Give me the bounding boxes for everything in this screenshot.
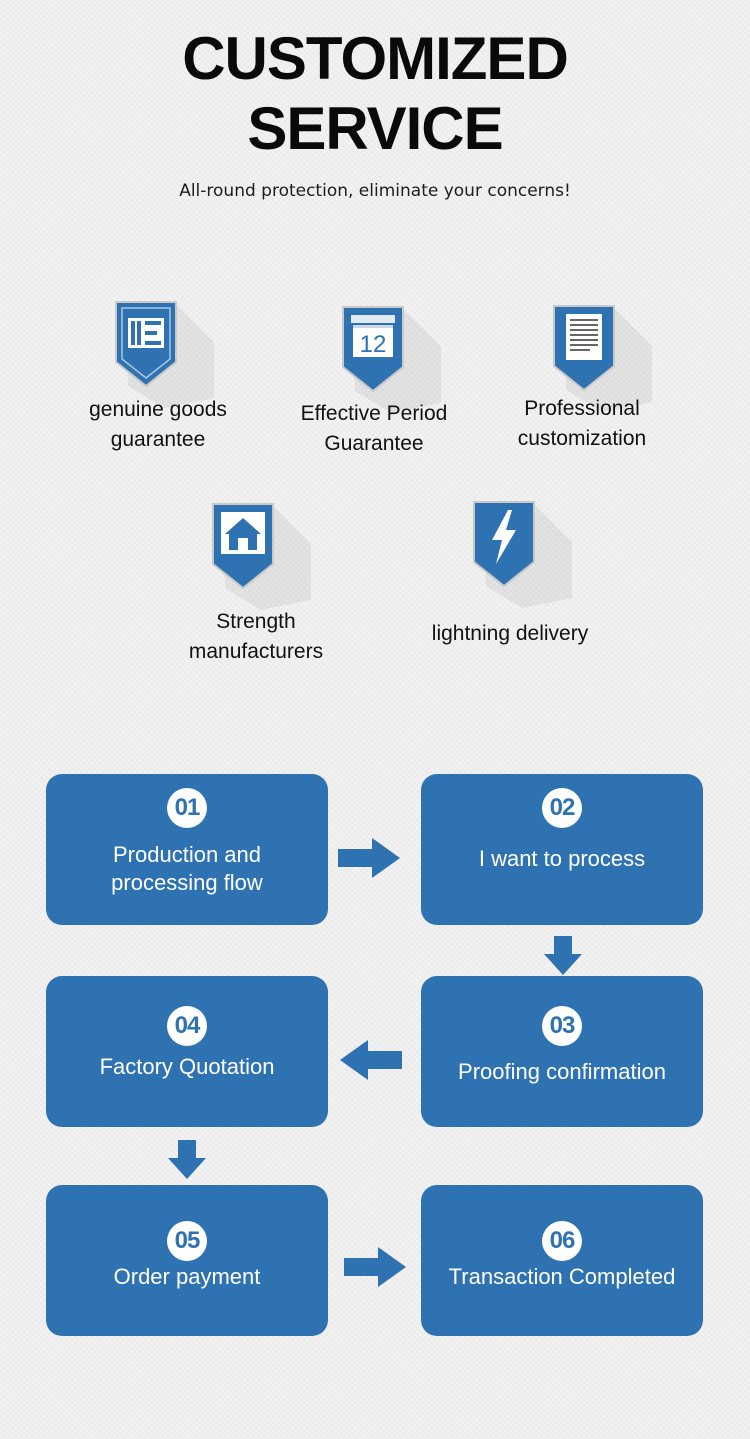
feature-label-line1: genuine goods bbox=[89, 398, 227, 421]
step-number-badge: 03 bbox=[542, 1006, 582, 1046]
arrow-left-icon bbox=[340, 1040, 404, 1080]
step-number-badge: 06 bbox=[542, 1221, 582, 1261]
step-label: Proofing confirmation bbox=[458, 1059, 666, 1084]
step-label: Transaction Completed bbox=[448, 1264, 676, 1289]
feature-label-line2: manufacturers bbox=[188, 640, 324, 663]
feature-label-line1: lightning delivery bbox=[431, 622, 589, 645]
process-step-06: 06 Transaction Completed bbox=[421, 1185, 703, 1336]
process-step-02: 02 I want to process bbox=[421, 774, 703, 925]
feature-label-line1: Strength bbox=[216, 610, 296, 633]
step-label: I want to process bbox=[478, 846, 646, 871]
feature-lightning-delivery: lightning delivery bbox=[400, 619, 620, 649]
feature-label-line1: Effective Period bbox=[300, 402, 448, 425]
arrow-right-icon bbox=[344, 1247, 408, 1287]
feature-strength-manufacturers: Strength manufacturers bbox=[146, 607, 366, 667]
step-label-line1: Production and bbox=[113, 842, 261, 867]
lightning-icon bbox=[472, 500, 582, 610]
step-label-line2: processing flow bbox=[111, 870, 263, 895]
process-step-04: 04 Factory Quotation bbox=[46, 976, 328, 1127]
page-subtitle: All-round protection, eliminate your con… bbox=[179, 181, 571, 201]
step-label: Factory Quotation bbox=[99, 1054, 275, 1079]
step-number-badge: 01 bbox=[167, 788, 207, 828]
process-step-01: 01 Production and processing flow bbox=[46, 774, 328, 925]
step-label: Production and processing flow bbox=[56, 841, 318, 897]
feature-label-line2: customization bbox=[517, 427, 647, 450]
step-number-badge: 04 bbox=[167, 1006, 207, 1046]
calendar-number: 12 bbox=[360, 331, 387, 358]
arrow-right-icon bbox=[338, 838, 402, 878]
certificate-icon bbox=[114, 300, 224, 410]
page-title-line1: CUSTOMIZED bbox=[182, 25, 569, 92]
feature-label-line2: guarantee bbox=[110, 428, 206, 451]
step-number-badge: 05 bbox=[167, 1221, 207, 1261]
process-step-05: 05 Order payment bbox=[46, 1185, 328, 1336]
step-label: Order payment bbox=[113, 1264, 261, 1289]
step-number-badge: 02 bbox=[542, 788, 582, 828]
calendar-icon: 12 bbox=[341, 305, 451, 415]
arrow-down-icon bbox=[543, 936, 583, 976]
process-step-03: 03 Proofing confirmation bbox=[421, 976, 703, 1127]
feature-genuine-goods: genuine goods guarantee bbox=[48, 395, 268, 455]
house-icon bbox=[211, 502, 321, 612]
feature-label-line2: Guarantee bbox=[324, 432, 424, 455]
arrow-down-icon bbox=[167, 1140, 207, 1180]
feature-label-line1: Professional bbox=[524, 397, 640, 420]
page-title-line2: SERVICE bbox=[247, 95, 503, 162]
document-icon bbox=[552, 304, 662, 414]
feature-professional-customization: Professional customization bbox=[472, 394, 692, 454]
feature-effective-period: Effective Period Guarantee bbox=[264, 399, 484, 459]
